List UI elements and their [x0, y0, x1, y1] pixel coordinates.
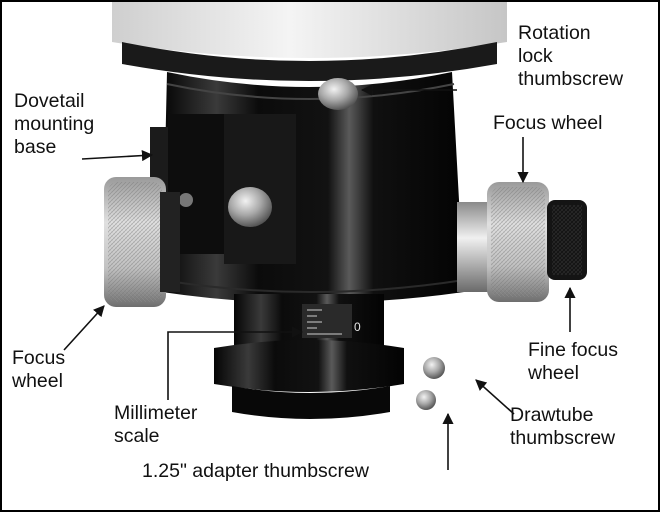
label-line: Fine focus	[528, 339, 618, 361]
label-line: base	[14, 136, 57, 158]
label-line: mounting	[14, 113, 95, 135]
label-millimeter-scale: Millimeter scale	[114, 402, 197, 448]
scale-zero-marker: 0	[354, 320, 361, 334]
drawtube	[214, 294, 445, 419]
optical-tube	[112, 2, 507, 81]
label-line: lock	[518, 45, 553, 67]
label-focus-wheel-left: Focus wheel	[12, 347, 65, 393]
label-line: wheel	[528, 362, 579, 384]
label-line: scale	[114, 425, 160, 447]
label-fine-focus-wheel: Fine focus wheel	[528, 339, 618, 385]
dovetail-base	[150, 114, 296, 272]
label-line: thumbscrew	[518, 68, 624, 90]
label-line: Focus	[12, 347, 66, 369]
label-line: Drawtube	[510, 404, 594, 426]
label-line: 1.25" adapter thumbscrew	[142, 460, 369, 482]
label-focus-wheel-right: Focus wheel	[493, 112, 602, 135]
label-line: wheel	[12, 370, 63, 392]
label-line: Dovetail	[14, 90, 85, 112]
label-line: Rotation	[518, 22, 591, 44]
label-rotation-lock-thumbscrew: Rotation lock thumbscrew	[518, 22, 623, 91]
right-focus-wheel	[457, 182, 587, 302]
label-dovetail-mounting-base: Dovetail mounting base	[14, 90, 94, 159]
label-line: thumbscrew	[510, 427, 616, 449]
label-drawtube-thumbscrew: Drawtube thumbscrew	[510, 404, 615, 450]
label-line: Millimeter	[114, 402, 198, 424]
label-adapter-thumbscrew: 1.25" adapter thumbscrew	[142, 460, 369, 483]
label-line: Focus wheel	[493, 112, 603, 134]
left-focus-wheel	[104, 177, 180, 307]
rotation-lock-thumbscrew-knob	[318, 78, 358, 110]
leader-lines	[63, 84, 576, 470]
